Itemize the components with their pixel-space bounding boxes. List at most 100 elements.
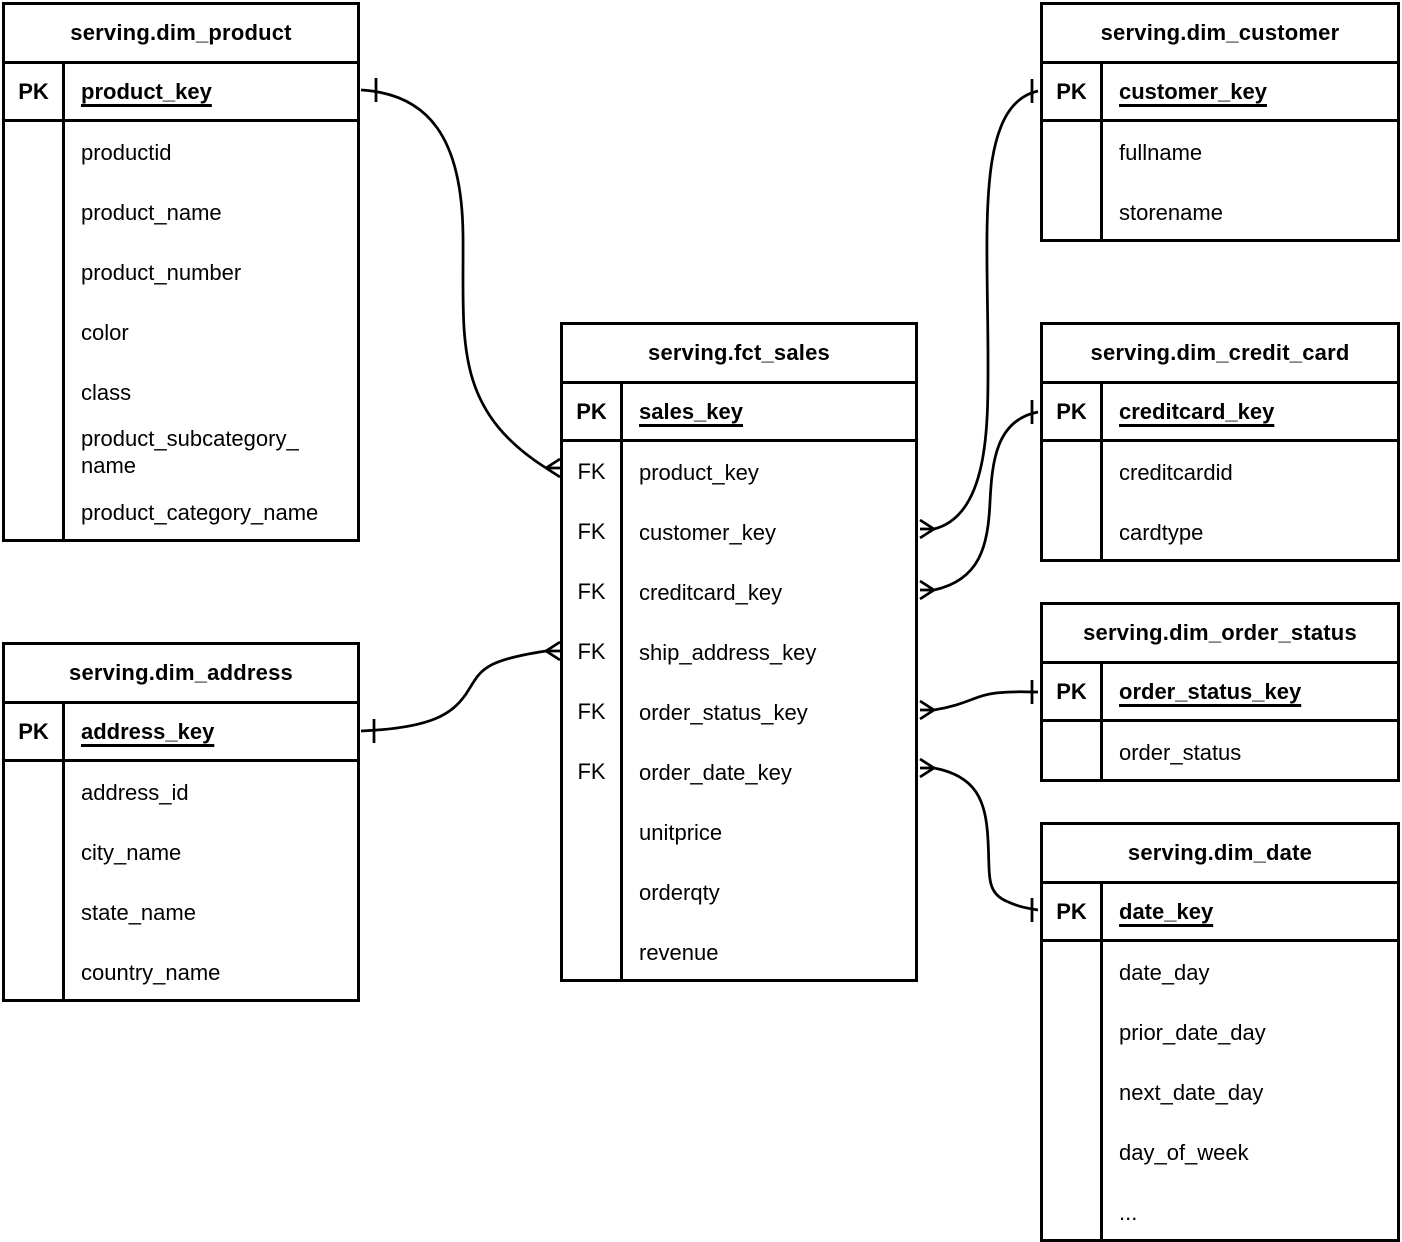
field-row: unitprice [563, 802, 915, 862]
pk-field-name: sales_​key [639, 399, 743, 424]
field-row: fullname [1043, 122, 1397, 182]
field-row: ... [1043, 1182, 1397, 1239]
field-row: product_​subcategory_​name [5, 422, 357, 482]
field-name: city_​name [81, 839, 182, 865]
field-name: productid [81, 139, 172, 165]
pk-row: PK creditcard_​key [1043, 384, 1397, 442]
key-badge: PK [1043, 664, 1103, 719]
relationship-fct-sales-dim-address [360, 640, 561, 743]
field-name: fullname [1119, 139, 1203, 165]
field-row: next_​date_​day [1043, 1062, 1397, 1122]
field-cell: customer_​key [1103, 64, 1397, 119]
relationship-fct-sales-dim-credit-card [919, 400, 1039, 601]
field-row: city_​name [5, 822, 357, 882]
field-cell: product_​subcategory_​name [65, 422, 357, 482]
field-name: orderqty [639, 879, 720, 905]
pk-row: PK address_​key [5, 704, 357, 762]
field-row: color [5, 302, 357, 362]
field-cell: product_​key [65, 64, 357, 119]
field-cell: creditcard_​key [1103, 384, 1397, 439]
field-row: address_​id [5, 762, 357, 822]
key-badge [563, 802, 623, 862]
key-badge: PK [563, 384, 623, 439]
crows-foot-many-icon [919, 757, 935, 779]
key-badge: FK [563, 502, 623, 562]
field-cell: prior_​date_​day [1103, 1002, 1397, 1062]
field-row: FK creditcard_​key [563, 562, 915, 622]
key-badge: FK [563, 742, 623, 802]
key-badge [1043, 1182, 1103, 1239]
key-badge: FK [563, 622, 623, 682]
field-name: storename [1119, 199, 1223, 225]
key-badge [1043, 1122, 1103, 1182]
field-name: address_​id [81, 779, 189, 805]
field-cell: country_​name [65, 942, 357, 999]
key-badge [1043, 942, 1103, 1002]
key-badge [5, 182, 65, 242]
field-cell: creditcardid [1103, 442, 1397, 502]
key-badge [1043, 502, 1103, 559]
key-badge [5, 762, 65, 822]
field-name: cardtype [1119, 519, 1204, 545]
field-cell: unitprice [623, 802, 915, 862]
key-badge: PK [1043, 884, 1103, 939]
key-badge [5, 822, 65, 882]
key-badge [563, 862, 623, 922]
field-row: class [5, 362, 357, 422]
field-cell: fullname [1103, 122, 1397, 182]
relationship-curve [360, 649, 547, 733]
field-row: prior_​date_​day [1043, 1002, 1397, 1062]
key-badge: PK [1043, 384, 1103, 439]
field-row: country_​name [5, 942, 357, 999]
key-badge [5, 422, 65, 482]
field-name: revenue [639, 939, 719, 965]
pk-row: PK sales_​key [563, 384, 915, 442]
crows-foot-many-icon [919, 579, 935, 601]
field-cell: ... [1103, 1182, 1397, 1239]
pk-field-name: order_​status_​key [1119, 679, 1302, 704]
field-cell: date_​day [1103, 942, 1397, 1002]
field-cell: city_​name [65, 822, 357, 882]
table-serving-dim-credit-card: serving.dim_credit_card PK creditcard_​k… [1040, 322, 1400, 562]
field-cell: product_​category_​name [65, 482, 357, 539]
field-cell: class [65, 362, 357, 422]
field-name: next_​date_​day [1119, 1079, 1264, 1105]
key-badge [5, 882, 65, 942]
pk-field-name: customer_​key [1119, 79, 1267, 104]
table-serving-dim-customer: serving.dim_customer PK customer_​key fu… [1040, 2, 1400, 242]
table-title: serving.dim_customer [1043, 5, 1397, 64]
key-badge [5, 302, 65, 362]
field-row: date_​day [1043, 942, 1397, 1002]
field-name: class [81, 379, 132, 405]
field-name: country_​name [81, 959, 221, 985]
field-row: FK order_​status_​key [563, 682, 915, 742]
field-name: product_​category_​name [81, 499, 319, 525]
field-name: order_​date_​key [639, 759, 792, 785]
field-row: productid [5, 122, 357, 182]
field-name: order_​status [1119, 739, 1242, 765]
field-cell: orderqty [623, 862, 915, 922]
crows-foot-many-icon [545, 640, 561, 662]
key-badge: FK [563, 682, 623, 742]
field-row: storename [1043, 182, 1397, 239]
key-badge: PK [5, 64, 65, 119]
pk-row: PK order_​status_​key [1043, 664, 1397, 722]
field-cell: cardtype [1103, 502, 1397, 559]
field-row: product_​number [5, 242, 357, 302]
relationship-fct-sales-dim-order-status [919, 680, 1039, 721]
field-name: product_​key [639, 459, 759, 485]
relationship-curve [933, 410, 1039, 592]
field-name: creditcard_​key [639, 579, 783, 605]
field-name: date_​day [1119, 959, 1210, 985]
table-title: serving.fct_sales [563, 325, 915, 384]
field-cell: sales_​key [623, 384, 915, 439]
pk-field-name: creditcard_​key [1119, 399, 1275, 424]
table-serving-fct-sales: serving.fct_sales PK sales_​key FK produ… [560, 322, 918, 982]
field-cell: ship_​address_​key [623, 622, 915, 682]
field-cell: product_​name [65, 182, 357, 242]
key-badge [563, 922, 623, 979]
field-name: state_​name [81, 899, 196, 925]
field-cell: creditcard_​key [623, 562, 915, 622]
pk-field-name: address_​key [81, 719, 215, 744]
